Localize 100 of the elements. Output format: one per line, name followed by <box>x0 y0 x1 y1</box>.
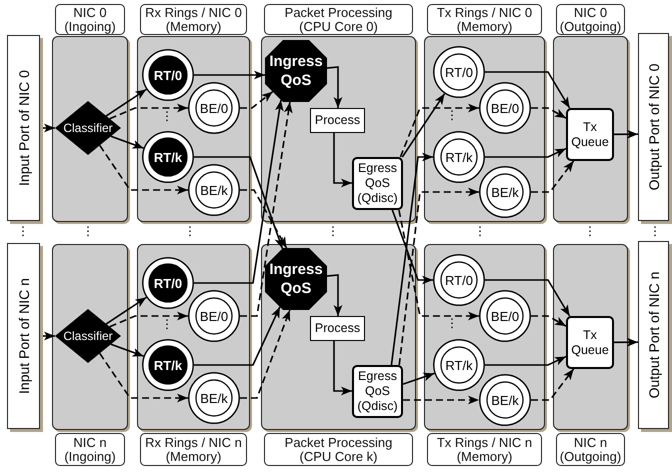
dashed-arrow <box>398 210 479 320</box>
dashed-arrow <box>99 352 188 402</box>
ring-buffer-circle <box>188 164 240 216</box>
node-label: BE/k <box>200 390 228 406</box>
classifier-diamond <box>55 101 121 155</box>
arrow <box>333 341 352 396</box>
port-label: Input Port of NIC n <box>16 278 32 394</box>
port-box <box>638 241 669 429</box>
node-label: Classifier <box>63 121 113 135</box>
ellipsis-mark: ⋮ <box>161 110 173 122</box>
dashed-arrow <box>531 107 566 119</box>
process-box <box>310 316 365 341</box>
column-header: Tx Rings / NIC n (Memory) <box>427 433 542 466</box>
node-label: Ingress QoS <box>268 52 324 90</box>
arrow <box>110 344 144 357</box>
column-header: NIC 0 (Ingoing) <box>55 4 125 35</box>
node-label: RT/k <box>154 358 182 372</box>
dashed-arrow <box>109 312 188 328</box>
dashed-arrow <box>531 160 574 193</box>
queue-box <box>566 316 614 369</box>
arrow <box>485 279 570 316</box>
arrow <box>106 88 147 117</box>
node-label: Tx Queue <box>570 328 610 358</box>
column-header: Rx Rings / NIC n (Memory) <box>140 433 247 466</box>
ellipsis-mark: ⋮ <box>446 109 458 121</box>
node-label: RT/0 <box>154 68 182 82</box>
port-label: Output Port of NIC 0 <box>646 64 662 190</box>
arrow <box>614 130 638 139</box>
column-header: Rx Rings / NIC 0 (Memory) <box>140 4 247 35</box>
node-label: Process <box>314 321 360 336</box>
arrow <box>485 71 570 108</box>
port-box <box>7 243 40 429</box>
ring-buffer-circle <box>188 372 240 424</box>
node-label: Tx Queue <box>570 120 610 150</box>
dashed-arrow <box>240 102 293 317</box>
column-header: NIC 0 (Outgoing) <box>556 4 625 35</box>
ellipsis-mark: ⋮ <box>584 225 596 237</box>
node-label: Classifier <box>63 329 113 343</box>
arrow <box>194 100 284 284</box>
arrow <box>110 136 144 149</box>
ring-buffer-circle <box>433 339 485 391</box>
dashed-arrow <box>398 188 479 366</box>
node-label: BE/k <box>491 392 519 408</box>
arrow <box>194 156 284 249</box>
arrow <box>485 148 566 158</box>
arrow <box>392 210 433 284</box>
dashed-arrow <box>240 310 291 399</box>
arrow <box>40 332 55 340</box>
ring-buffer-circle <box>142 339 194 391</box>
arrow <box>333 133 352 188</box>
port-label: Output Port of NIC n <box>646 272 662 398</box>
column-header: Packet Processing (CPU Core k) <box>264 433 413 466</box>
port-box <box>7 35 40 221</box>
node-label: BE/0 <box>200 100 228 116</box>
dashed-arrow <box>240 91 274 109</box>
arrow <box>390 152 433 366</box>
node-label: BE/k <box>200 182 228 198</box>
node-label: Egress QoS (Qdisc) <box>356 161 399 206</box>
column-header: Tx Rings / NIC 0 (Memory) <box>427 4 542 35</box>
node-label: RT/k <box>154 150 182 164</box>
node-label: RT/k <box>445 358 473 372</box>
dashed-arrow <box>403 396 479 404</box>
dashed-arrow <box>99 144 188 194</box>
dashed-arrow <box>109 104 188 120</box>
node-label: BE/0 <box>200 308 228 324</box>
arrow <box>485 356 566 366</box>
node-label: Egress QoS (Qdisc) <box>356 369 399 414</box>
node-label: BE/0 <box>490 308 520 324</box>
node-label: RT/k <box>445 150 473 164</box>
node-label: BE/0 <box>490 100 520 116</box>
dashed-arrow <box>400 104 479 158</box>
ring-buffer-circle <box>188 290 240 342</box>
node-label: RT/0 <box>445 272 473 288</box>
node-label: Process <box>314 113 360 128</box>
ellipsis-mark: ⋮ <box>161 318 173 330</box>
ring-buffer-circle <box>479 82 531 134</box>
arrow <box>326 66 342 108</box>
arrow <box>326 274 342 316</box>
node-label: Ingress QoS <box>268 260 324 298</box>
ellipsis-mark: ⋮ <box>327 225 339 237</box>
process-box <box>310 108 365 133</box>
arrow <box>614 338 638 347</box>
dashed-arrow <box>531 368 574 401</box>
port-label: Input Port of NIC 0 <box>16 70 32 186</box>
ellipsis-mark: ⋮ <box>649 225 661 237</box>
arrow <box>194 70 265 80</box>
ring-buffer-circle <box>188 82 240 134</box>
ring-buffer-circle <box>142 257 194 309</box>
arrow <box>194 306 281 366</box>
node-label: BE/k <box>491 184 519 200</box>
ring-buffer-circle <box>433 131 485 183</box>
ellipsis-mark: ⋮ <box>82 225 94 237</box>
ellipsis-mark: ⋮ <box>474 225 486 237</box>
ring-buffer-circle <box>479 374 531 426</box>
ellipsis-mark: ⋮ <box>17 225 29 237</box>
ring-buffer-circle <box>433 254 485 306</box>
arrow <box>106 296 147 325</box>
ellipsis-mark: ⋮ <box>184 225 196 237</box>
column-header: NIC n (Outgoing) <box>556 433 625 466</box>
qos-octagon <box>265 248 327 310</box>
